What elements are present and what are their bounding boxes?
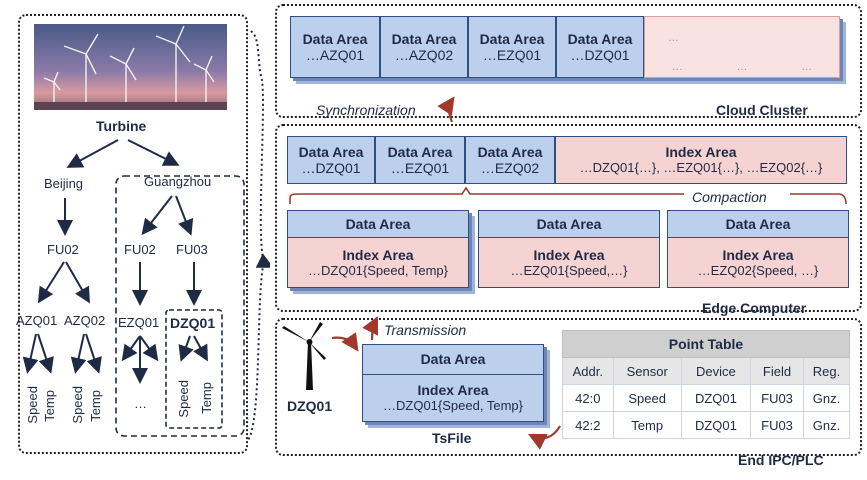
cloud-data-area-1: Data Area …AZQ01 bbox=[290, 16, 380, 78]
edge-computer-label: Edge Computer bbox=[702, 300, 807, 316]
cloud-data-area-4: Data Area …DZQ01 bbox=[556, 16, 644, 78]
table-cell: 42:2 bbox=[562, 411, 614, 439]
tree-fu02-right-label: FU02 bbox=[124, 242, 156, 257]
table-row: 42:2 Temp DZQ01 FU03 Gnz. bbox=[562, 411, 850, 439]
cloud-cluster-label: Cloud Cluster bbox=[716, 102, 808, 118]
tree-beijing-label: Beijing bbox=[44, 176, 84, 191]
edge-file-3: Data Area Index Area …EZQ02{Speed, …} bbox=[667, 210, 849, 288]
tree-guangzhou-label: Guangzhou bbox=[144, 174, 212, 189]
table-cell: 42:0 bbox=[562, 384, 614, 412]
tree-dzq01-label: DZQ01 bbox=[170, 315, 216, 331]
edge-top-data-area-3: Data Area …EZQ02 bbox=[465, 136, 555, 184]
table-cell: Temp bbox=[612, 411, 682, 439]
point-table-header: Sensor bbox=[612, 357, 682, 385]
cloud-data-area-2: Data Area …AZQ02 bbox=[380, 16, 468, 78]
end-ipc-panel bbox=[275, 318, 862, 456]
synchronization-label: Synchronization bbox=[316, 102, 416, 118]
point-table-header: Addr. bbox=[562, 357, 614, 385]
tree-azq01-label: AZQ01 bbox=[16, 313, 58, 328]
table-cell: Gnz. bbox=[803, 384, 850, 412]
end-ipc-label: End IPC/PLC bbox=[738, 452, 824, 468]
turbine-photo bbox=[34, 24, 227, 110]
table-row: 42:0 Speed DZQ01 FU03 Gnz. bbox=[562, 384, 850, 412]
edge-file-2: Data Area Index Area …EZQ01{Speed,…} bbox=[478, 210, 660, 288]
table-cell: DZQ01 bbox=[680, 411, 752, 439]
tree-fu03-label: FU03 bbox=[176, 242, 208, 257]
edge-top-data-area-2: Data Area …EZQ01 bbox=[375, 136, 465, 184]
compaction-label: Compaction bbox=[692, 189, 767, 205]
point-table: Point Table Addr. Sensor Device Field Re… bbox=[562, 330, 850, 439]
hierarchy-panel bbox=[18, 14, 248, 454]
tree-fu02-left-label: FU02 bbox=[47, 242, 79, 257]
table-cell: FU03 bbox=[750, 384, 804, 412]
tree-root-label: Turbine bbox=[96, 118, 147, 134]
table-cell: Speed bbox=[612, 384, 682, 412]
edge-top-index-area: Index Area …DZQ01{…}, …EZQ01{…}, …EZQ02{… bbox=[555, 136, 847, 184]
table-cell: Gnz. bbox=[803, 411, 850, 439]
tree-azq02-label: AZQ02 bbox=[64, 313, 106, 328]
cloud-faded-area: … ……… bbox=[644, 16, 840, 78]
device-label: DZQ01 bbox=[287, 398, 333, 414]
edge-file-1: Data Area Index Area …DZQ01{Speed, Temp} bbox=[287, 210, 469, 288]
wind-turbine-icon bbox=[282, 322, 326, 390]
tree-ellipsis: … bbox=[134, 396, 147, 411]
point-table-title: Point Table bbox=[562, 330, 850, 358]
edge-computer-panel bbox=[275, 124, 862, 312]
tsfile-label: TsFile bbox=[432, 430, 472, 446]
cloud-data-area-3: Data Area …EZQ01 bbox=[468, 16, 556, 78]
edge-top-data-area-1: Data Area …DZQ01 bbox=[287, 136, 375, 184]
table-cell: FU03 bbox=[750, 411, 804, 439]
end-tsfile: Data Area Index Area …DZQ01{Speed, Temp} bbox=[362, 344, 544, 422]
cloud-cluster-panel bbox=[275, 4, 862, 118]
tree-arrows bbox=[22, 29, 270, 441]
transmission-label: Transmission bbox=[384, 322, 467, 338]
tree-ezq01-label: EZQ01 bbox=[118, 315, 160, 330]
table-cell: DZQ01 bbox=[680, 384, 752, 412]
